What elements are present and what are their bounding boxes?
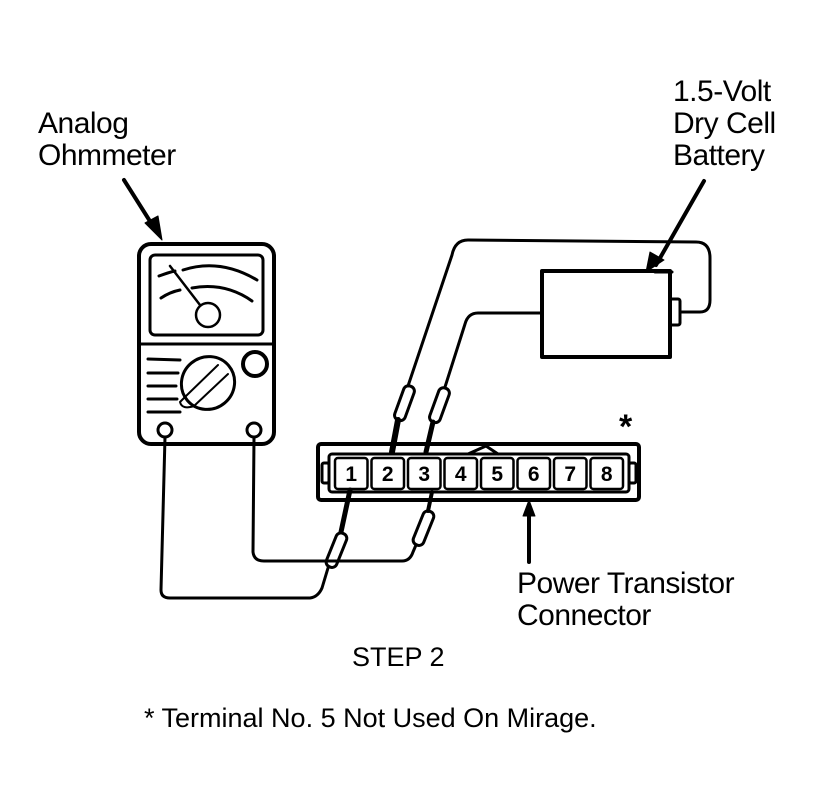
connector-pin-label: 8 <box>601 463 613 486</box>
connector-pin-5 <box>479 456 515 491</box>
connector-pin-label: 5 <box>491 463 503 486</box>
probe-pin-3-upper <box>423 386 451 455</box>
connector-pin-3 <box>406 456 442 491</box>
connector-pin-6 <box>516 456 552 491</box>
connector-label-line2: Connector <box>517 599 651 632</box>
connector-pin-label: 1 <box>345 463 357 486</box>
wire-battery-negative <box>443 311 544 389</box>
ohmmeter-label-line1: Analog <box>38 107 129 140</box>
step-label: STEP 2 <box>352 642 445 672</box>
connector-pin-2 <box>370 456 406 491</box>
connector-pin-label: 6 <box>528 463 540 486</box>
ohmmeter-arrow <box>122 178 163 241</box>
probe-pin-2 <box>389 384 416 455</box>
battery-label-line2: Dry Cell <box>673 107 776 140</box>
zero-adjust-knob[interactable] <box>241 350 269 378</box>
power-transistor-connector: 1 2 3 4 5 6 7 8 <box>316 442 641 502</box>
wire-ohmmeter-left <box>159 435 330 600</box>
selector-knob[interactable] <box>171 346 246 421</box>
connector-pin-label: 3 <box>418 463 430 486</box>
asterisk-mark: * <box>619 408 633 446</box>
connector-pin-8 <box>589 456 625 491</box>
ohmmeter-label-line2: Ohmmeter <box>38 139 176 172</box>
connector-arrow <box>522 499 536 564</box>
battery <box>540 269 682 359</box>
connector-pin-1 <box>333 456 369 491</box>
ohmmeter <box>137 242 276 446</box>
footnote: * Terminal No. 5 Not Used On Mirage. <box>144 703 597 733</box>
connector-pin-7 <box>552 456 588 491</box>
vent-slots-icon <box>146 357 182 414</box>
connector-pin-label: 2 <box>382 463 394 486</box>
battery-arrow <box>645 179 706 273</box>
wire-ohmmeter-right <box>251 435 418 563</box>
ohmmeter-right-terminal <box>245 421 263 439</box>
wire-battery-positive <box>406 238 712 388</box>
probe-pin-1 <box>324 487 353 569</box>
battery-label: 1.5-Volt Dry Cell Battery <box>673 76 776 172</box>
connector-pin-label: 7 <box>564 463 576 486</box>
connector-pin-label: 4 <box>455 463 467 486</box>
ohmmeter-left-terminal <box>156 421 174 439</box>
meter-needle <box>168 264 222 329</box>
battery-label-line3: Battery <box>673 139 765 172</box>
connector-pin-4 <box>443 456 479 491</box>
connector-label-line1: Power Transistor <box>517 567 735 600</box>
connector-label: Power Transistor Connector <box>517 567 735 632</box>
ohmmeter-label: Analog Ohmmeter <box>38 108 176 172</box>
battery-label-line1: 1.5-Volt <box>673 75 771 108</box>
